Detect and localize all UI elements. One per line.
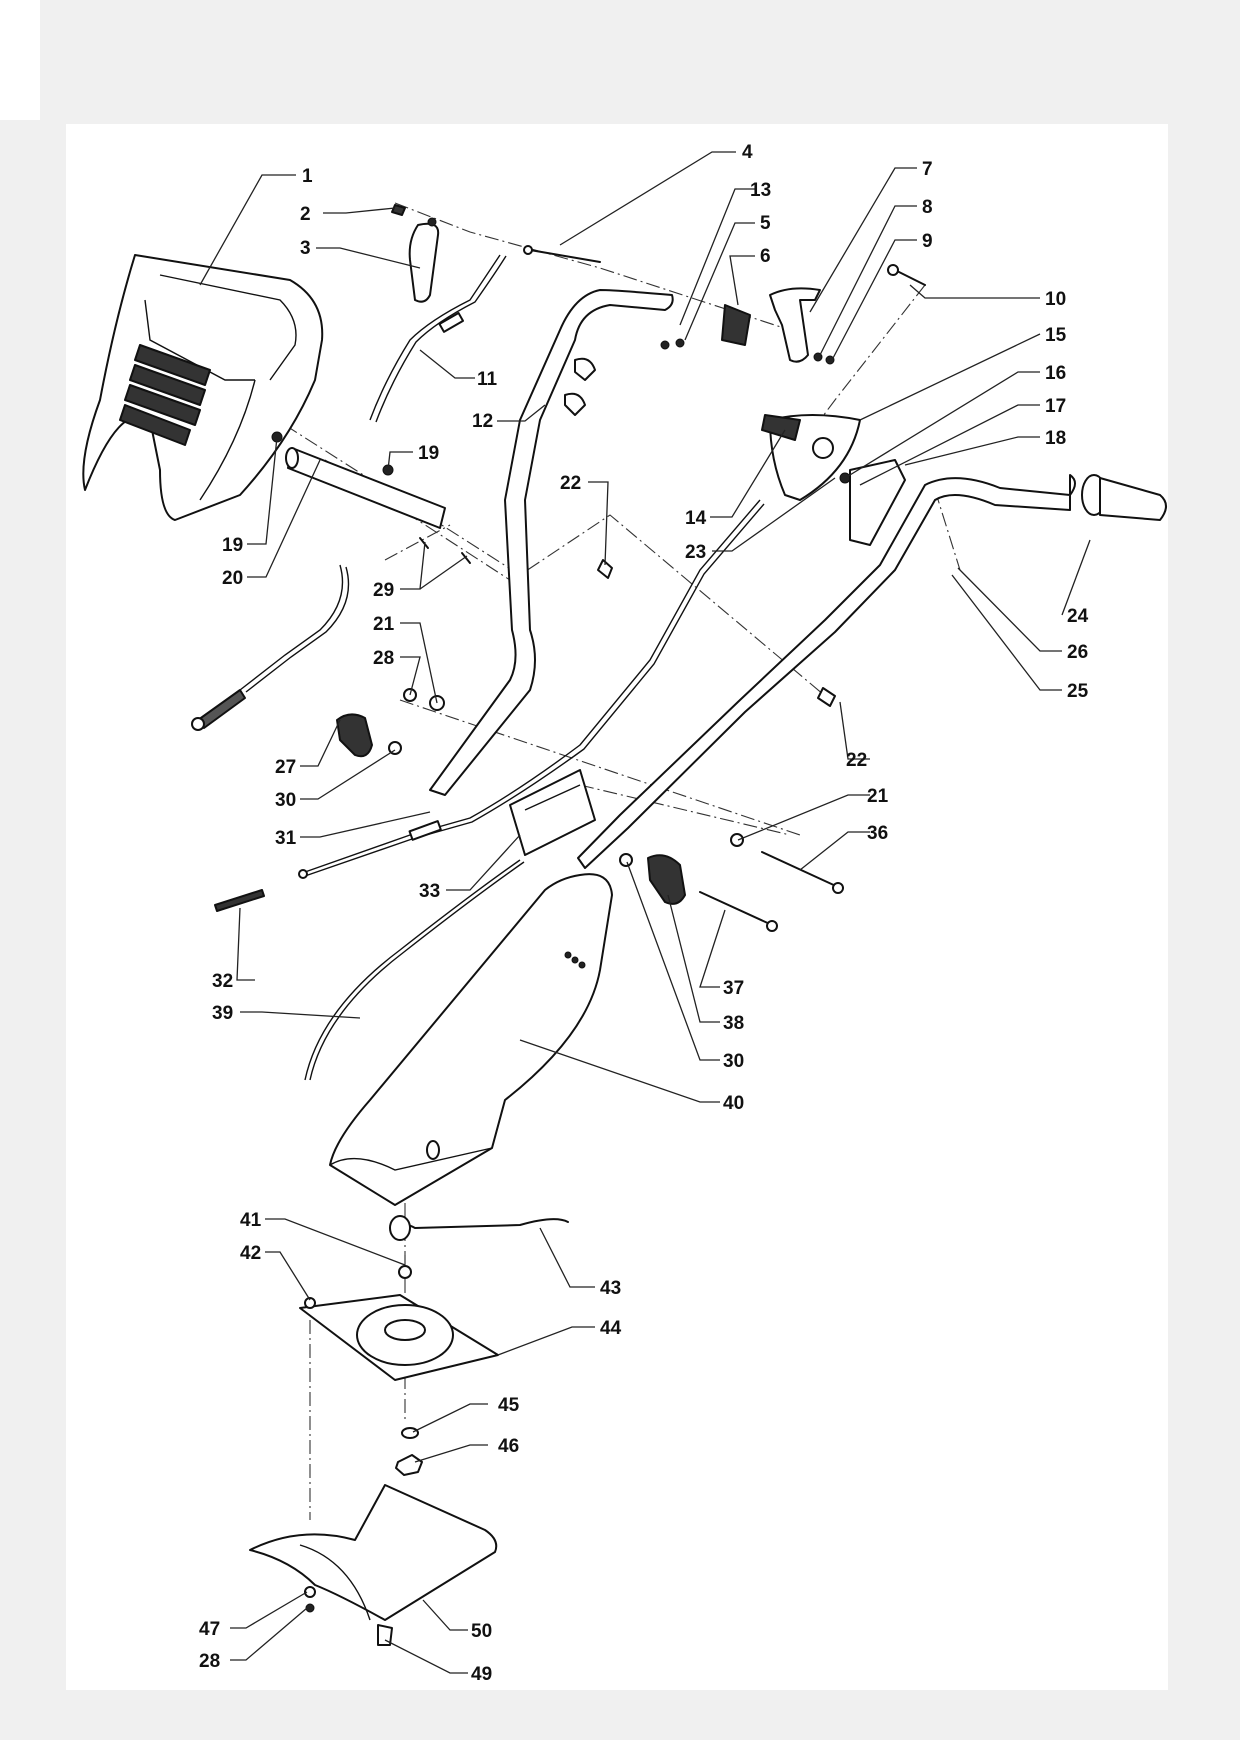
- callout-label: 30: [275, 790, 296, 811]
- callout-label: 31: [275, 828, 297, 849]
- callout-label: 5: [760, 213, 771, 234]
- cable-bracket: [391, 204, 440, 303]
- center-bracket: [509, 769, 596, 856]
- callout-label: 21: [373, 614, 395, 635]
- callout-label: 33: [419, 881, 440, 902]
- callout-label: 4: [742, 142, 753, 163]
- callout-label: 30: [723, 1051, 744, 1072]
- callout-label: 46: [498, 1436, 519, 1457]
- gear-selector: [761, 414, 863, 501]
- callout-label: 7: [922, 159, 933, 180]
- discharge-chute: [329, 873, 613, 1206]
- callout-label: 14: [685, 508, 707, 529]
- right-handlebar: [577, 459, 1076, 869]
- callout-label: 44: [600, 1318, 622, 1339]
- callout-labels: 1 2 3 4 13 5 6 7 8 9 10 11 12 15 16 17 1…: [199, 142, 1089, 1685]
- callout-label: 18: [1045, 428, 1066, 449]
- callout-label: 28: [373, 648, 394, 669]
- swivel-plate: [299, 1294, 499, 1381]
- callout-label: 3: [300, 238, 311, 259]
- callout-label: 9: [922, 231, 933, 252]
- callout-label: 10: [1045, 289, 1066, 310]
- callout-label: 40: [723, 1093, 744, 1114]
- callout-label: 36: [867, 823, 888, 844]
- callout-label: 45: [498, 1395, 520, 1416]
- handle-grip: [1081, 474, 1167, 521]
- lever-fasteners: [660, 304, 751, 350]
- callout-label: 47: [199, 1619, 220, 1640]
- callout-label: 41: [240, 1210, 262, 1231]
- callout-label: 23: [685, 542, 706, 563]
- spring: [214, 889, 265, 912]
- callout-label: 16: [1045, 363, 1066, 384]
- callout-label: 17: [1045, 396, 1066, 417]
- right-lock-group: [619, 833, 844, 932]
- callout-label: 29: [373, 580, 394, 601]
- callout-label: 15: [1045, 325, 1067, 346]
- callout-label: 27: [275, 757, 296, 778]
- left-lock-group: [336, 688, 445, 758]
- upper-cable: [369, 254, 507, 423]
- callout-label: 22: [846, 750, 867, 771]
- callout-label: 20: [222, 568, 243, 589]
- callout-label: 11: [477, 369, 498, 390]
- callout-label: 32: [212, 971, 233, 992]
- shield-vent-slots: [119, 344, 211, 446]
- leader-lines: [199, 151, 1091, 1674]
- callout-label: 50: [471, 1621, 492, 1642]
- drive-lever: [769, 264, 926, 365]
- lower-left-cable: [191, 564, 350, 731]
- cable-31: [298, 499, 765, 879]
- callout-label: 12: [472, 411, 493, 432]
- callout-label: 13: [750, 180, 771, 201]
- callout-label: 37: [723, 978, 744, 999]
- callout-label: 43: [600, 1278, 621, 1299]
- callout-label: 2: [300, 204, 311, 225]
- callout-label: 21: [867, 786, 889, 807]
- callout-label: 19: [222, 535, 243, 556]
- callout-label: 24: [1067, 606, 1089, 627]
- callout-label: 42: [240, 1243, 261, 1264]
- crank-rod: [389, 1215, 569, 1279]
- page-corner: [0, 0, 40, 120]
- callout-label: 38: [723, 1013, 744, 1034]
- callout-label: 28: [199, 1651, 220, 1672]
- callout-label: 1: [302, 166, 313, 187]
- left-handlebar: [429, 289, 674, 796]
- callout-label: 19: [418, 443, 439, 464]
- washer-nut: [395, 1427, 423, 1476]
- callout-label: 25: [1067, 681, 1089, 702]
- front-shield: [82, 254, 324, 521]
- callout-label: 22: [560, 473, 581, 494]
- screws-22: [597, 559, 836, 707]
- callout-label: 49: [471, 1664, 492, 1685]
- base-deflector: [249, 1484, 498, 1646]
- long-cable-39: [304, 859, 525, 1081]
- callout-label: 26: [1067, 642, 1088, 663]
- cross-tube: [271, 431, 471, 564]
- pivot-pin: [523, 245, 601, 263]
- callout-label: 6: [760, 246, 771, 267]
- callout-label: 8: [922, 197, 933, 218]
- callout-label: 39: [212, 1003, 233, 1024]
